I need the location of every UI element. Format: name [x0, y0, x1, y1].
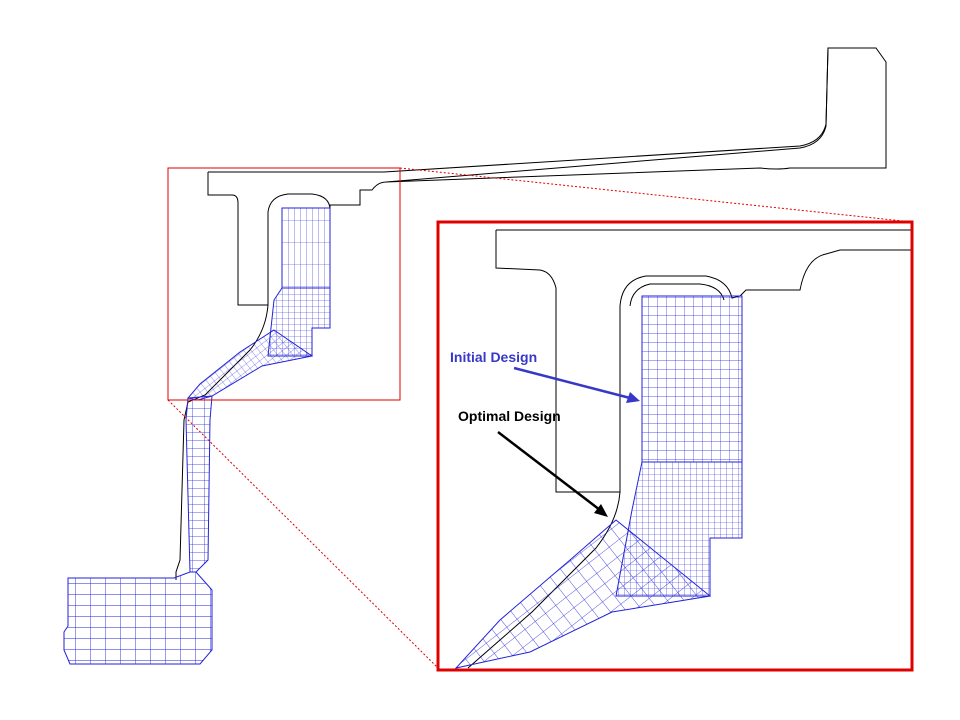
mesh-upper-block: [281, 207, 331, 289]
detail-selection-box: [167, 167, 401, 401]
optimal-design-outline: [207, 47, 887, 306]
zoom-guide-lines: [167, 167, 913, 669]
mesh-foot-block: [63, 571, 213, 665]
detail-initial-mesh: [454, 295, 743, 669]
detail-view: Initial Design Optimal Design: [436, 220, 914, 672]
zoom-guide-top: [399, 167, 913, 223]
mesh-vertical-stem: [185, 395, 213, 573]
optimal-design-label: Optimal Design: [458, 408, 561, 424]
initial-arrowhead-icon: [626, 392, 640, 403]
optimal-design-arrow: [497, 431, 608, 517]
initial-design-label: Initial Design: [450, 349, 537, 365]
initial-design-mesh: [63, 207, 331, 665]
optimal-design-outline-flange: [208, 47, 829, 173]
detail-optimal-outline-inner: [629, 283, 725, 307]
initial-design-arrow: [513, 366, 640, 403]
detail-mesh-diagonal-web: [454, 519, 712, 669]
optimal-arrowhead-icon: [594, 504, 608, 517]
zoom-guide-bottom: [167, 399, 439, 669]
overview-view: [63, 47, 887, 665]
detail-optimal-outline: [495, 230, 912, 493]
detail-mesh-upper-block: [641, 295, 743, 463]
detail-panel-frame: [436, 220, 914, 672]
